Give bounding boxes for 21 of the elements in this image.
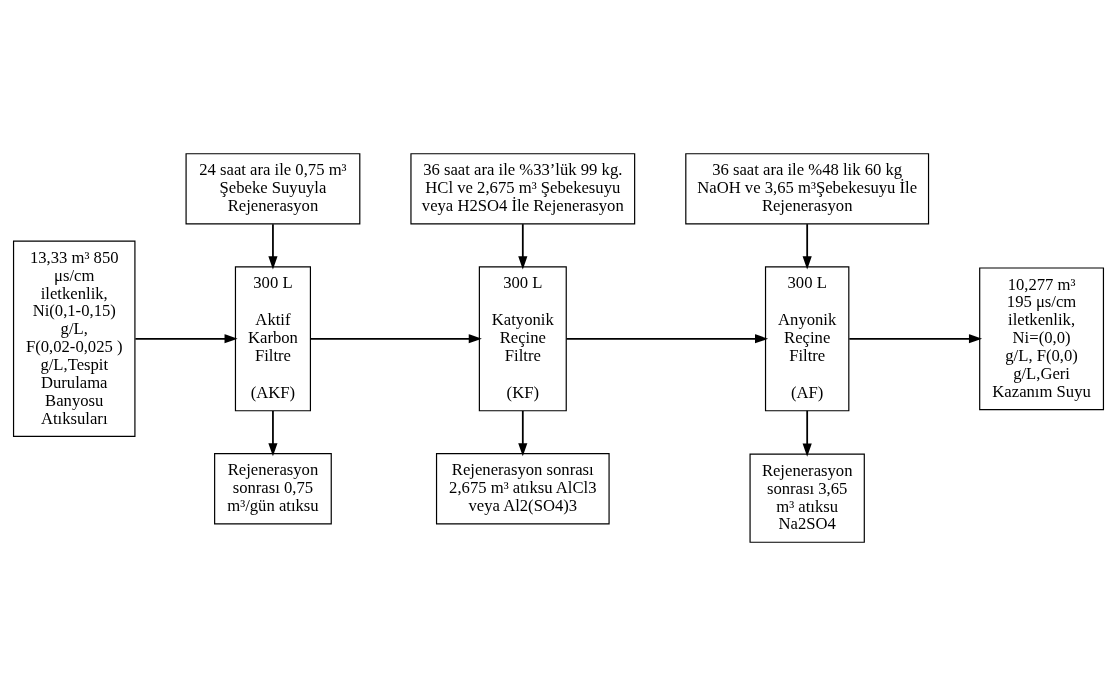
- node-box: Rejenerasyon sonrası 0,75 m³/gün atıksu: [214, 453, 332, 525]
- arrow: [309, 334, 482, 344]
- node-box: Rejenerasyon sonrası 2,675 m³ atıksu AlCl3 veya Al2(SO4)3: [435, 453, 610, 525]
- arrow: [802, 223, 812, 270]
- arrow: [848, 334, 983, 344]
- node-box: 13,33 m³ 850 μs/cm iletkenlik, Ni(0,1-0,15) g/L, F(0,02-0,025 ) g/L,Tespit Durulama Banyosu Atıksuları: [12, 240, 136, 437]
- node-box: Rejenerasyon sonrası 3,65 m³ atıksu Na2SO4: [749, 453, 865, 543]
- node-box: 10,277 m³ 195 μs/cm iletkenlik, Ni=(0,0) g/L, F(0,0) g/L,Geri Kazanım Suyu: [979, 267, 1105, 411]
- arrow: [134, 334, 238, 344]
- arrow: [802, 409, 812, 457]
- node-box: 24 saat ara ile 0,75 m³ Şebeke Suyuyla Rejenerasyon: [185, 153, 361, 225]
- node-box: 300 L Aktif Karbon Filtre (AKF): [234, 266, 311, 412]
- arrow: [268, 410, 278, 457]
- node-box: 36 saat ara ile %48 lik 60 kg NaOH ve 3,65 m³Şebekesuyu İle Rejenerasyon: [685, 153, 930, 225]
- arrow: [565, 334, 769, 344]
- arrow: [518, 410, 528, 457]
- arrow: [268, 223, 278, 270]
- arrow: [518, 223, 528, 270]
- node-box: 36 saat ara ile %33’lük 99 kg. HCl ve 2,675 m³ Şebekesuyu veya H2SO4 İle Rejenerasyon: [410, 153, 636, 225]
- node-box: 300 L Anyonik Reçine Filtre (AF): [764, 266, 850, 412]
- node-box: 300 L Katyonik Reçine Filtre (KF): [478, 266, 567, 412]
